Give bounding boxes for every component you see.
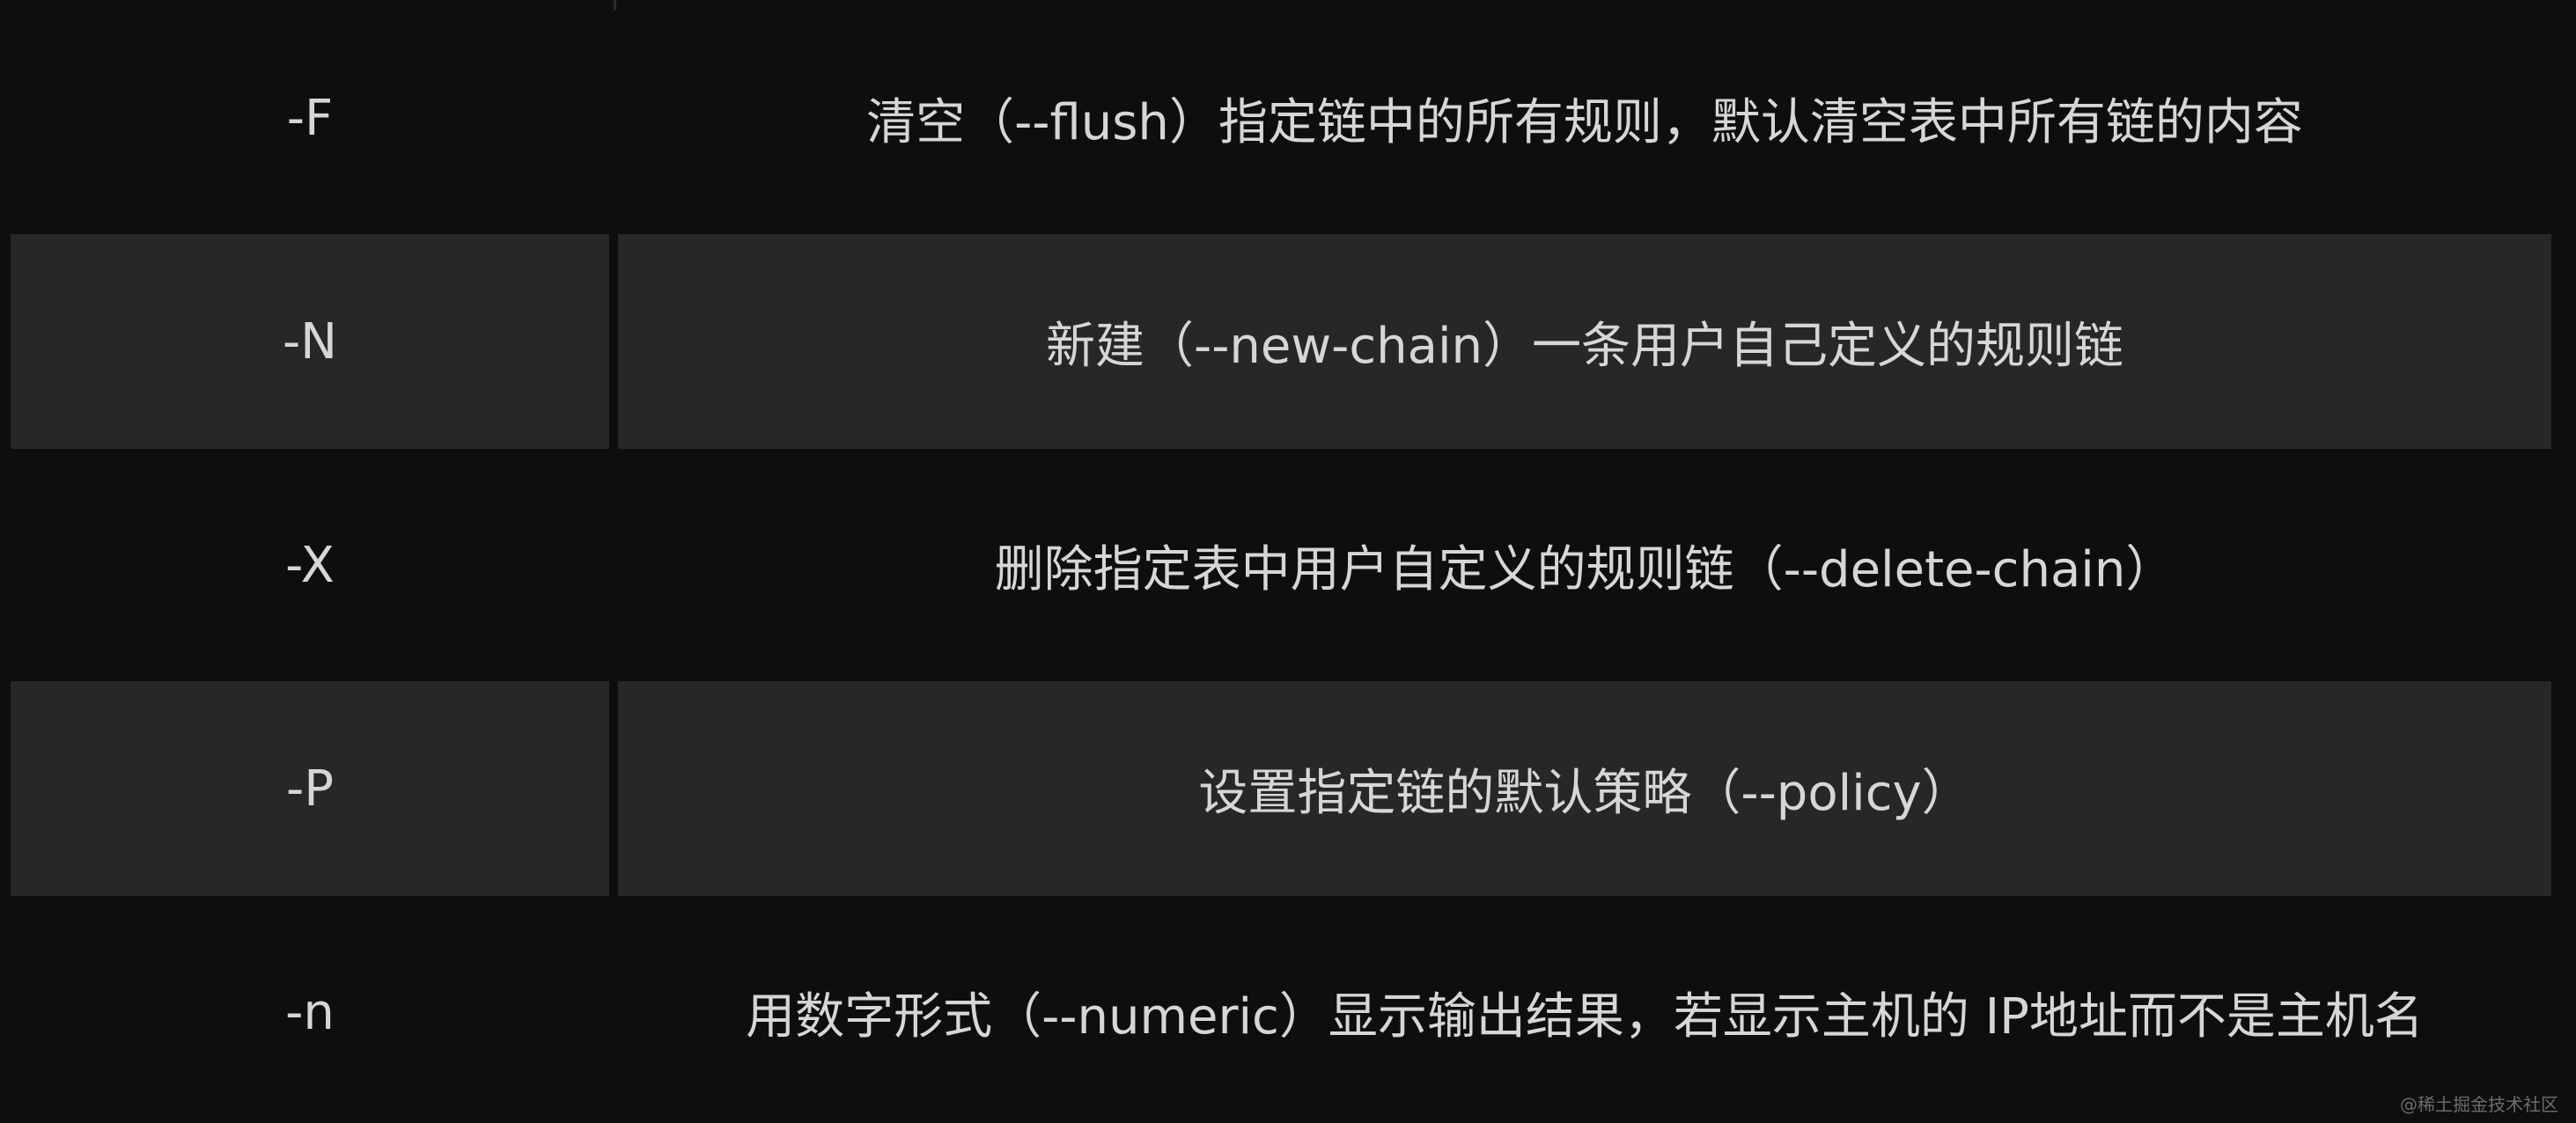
watermark: @稀土掘金技术社区 <box>2400 1094 2558 1115</box>
table-row: -n 用数字形式（--numeric）显示输出结果，若显示主机的 IP地址而不是… <box>0 905 2576 1119</box>
table-row: -P 设置指定链的默认策略（--policy） <box>0 681 2576 896</box>
table-row: -N 新建（--new-chain）一条用户自己定义的规则链 <box>0 234 2576 449</box>
description-cell: 新建（--new-chain）一条用户自己定义的规则链 <box>618 234 2551 449</box>
description-cell: 删除指定表中用户自定义的规则链（--delete-chain） <box>994 540 2175 598</box>
flag-cell: -n <box>285 983 335 1041</box>
description-cell: 清空（--flush）指定链中的所有规则，默认清空表中所有链的内容 <box>866 93 2303 151</box>
flag-cell: -F <box>286 89 334 147</box>
description-cell: 用数字形式（--numeric）显示输出结果，若显示主机的 IP地址而不是主机名 <box>746 987 2424 1046</box>
column-divider <box>614 0 616 11</box>
description-cell: 设置指定链的默认策略（--policy） <box>618 681 2551 896</box>
table-row: -F 清空（--flush）指定链中的所有规则，默认清空表中所有链的内容 <box>0 11 2576 225</box>
table-row: -X 删除指定表中用户自定义的规则链（--delete-chain） <box>0 458 2576 672</box>
flag-cell: -X <box>285 536 335 594</box>
flag-cell: -P <box>11 681 609 896</box>
flag-cell: -N <box>11 234 609 449</box>
